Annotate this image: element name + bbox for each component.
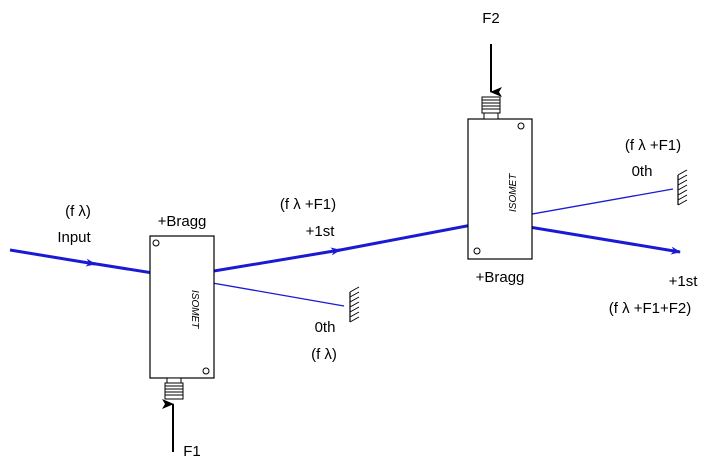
beam1-first-order-label: +1st <box>306 223 336 240</box>
beams <box>9 188 681 307</box>
rf-connector-icon <box>481 96 501 120</box>
beam2-first-order-label: +1st <box>669 273 699 290</box>
beam2-first-freq-label: (f λ +F1+F2) <box>609 300 692 317</box>
f2-label: F2 <box>482 10 500 27</box>
first-order-beam-1-continuation <box>334 219 494 253</box>
screw-icon <box>517 122 525 130</box>
aom-2-body <box>467 118 533 260</box>
aom-2-bragg-label: +Bragg <box>476 269 525 286</box>
aom-1-bragg-label: +Bragg <box>158 213 207 230</box>
aom-1-brand: ISOMET <box>189 290 200 329</box>
input-beam <box>9 248 96 267</box>
aom-1-body <box>149 235 215 379</box>
input-label: Input <box>57 229 91 246</box>
rf-connector-icon <box>164 377 184 400</box>
f1-label: F1 <box>183 443 201 459</box>
beam-stop-1-icon <box>349 286 360 323</box>
beam-stop-2-icon <box>677 169 688 206</box>
input-freq-label: (f λ) <box>65 203 91 220</box>
beam2-zero-freq-label: (f λ +F1) <box>625 137 681 154</box>
beam2-zero-order-label: 0th <box>632 163 653 180</box>
aom-2-brand: ISOMET <box>508 173 519 212</box>
aom-2: ISOMET <box>467 44 533 260</box>
beam1-zero-order-label: 0th <box>315 319 336 336</box>
screw-icon <box>202 367 210 375</box>
screw-icon <box>152 239 160 247</box>
beam1-zero-freq-label: (f λ) <box>311 346 337 363</box>
aom-1: ISOMET <box>149 235 215 452</box>
screw-icon <box>473 247 481 255</box>
beam1-first-freq-label: (f λ +F1) <box>280 196 336 213</box>
